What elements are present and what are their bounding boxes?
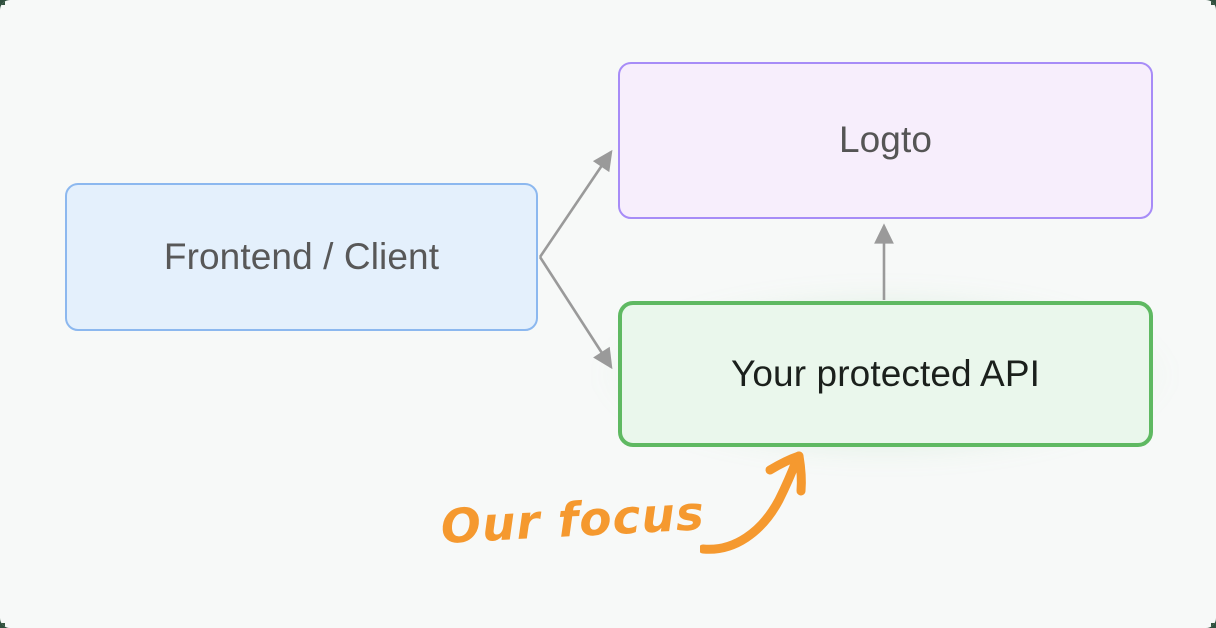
edge-frontend-to-logto — [538, 149, 613, 258]
corner-artifact-top-left — [0, 0, 5, 5]
corner-artifact-top-right — [1211, 0, 1216, 5]
node-frontend-client[interactable]: Frontend / Client — [65, 183, 538, 331]
node-your-protected-api-label: Your protected API — [731, 352, 1040, 394]
edge-frontend-to-api — [538, 256, 613, 370]
corner-artifact-bottom-left — [0, 623, 5, 628]
node-frontend-client-label: Frontend / Client — [163, 235, 440, 277]
node-logto[interactable]: Logto — [618, 62, 1153, 219]
corner-artifact-bottom-right — [1211, 623, 1216, 628]
node-your-protected-api[interactable]: Your protected API — [618, 301, 1153, 447]
node-logto-label: Logto — [838, 119, 933, 161]
annotation-our-focus: Our focus — [439, 486, 707, 555]
